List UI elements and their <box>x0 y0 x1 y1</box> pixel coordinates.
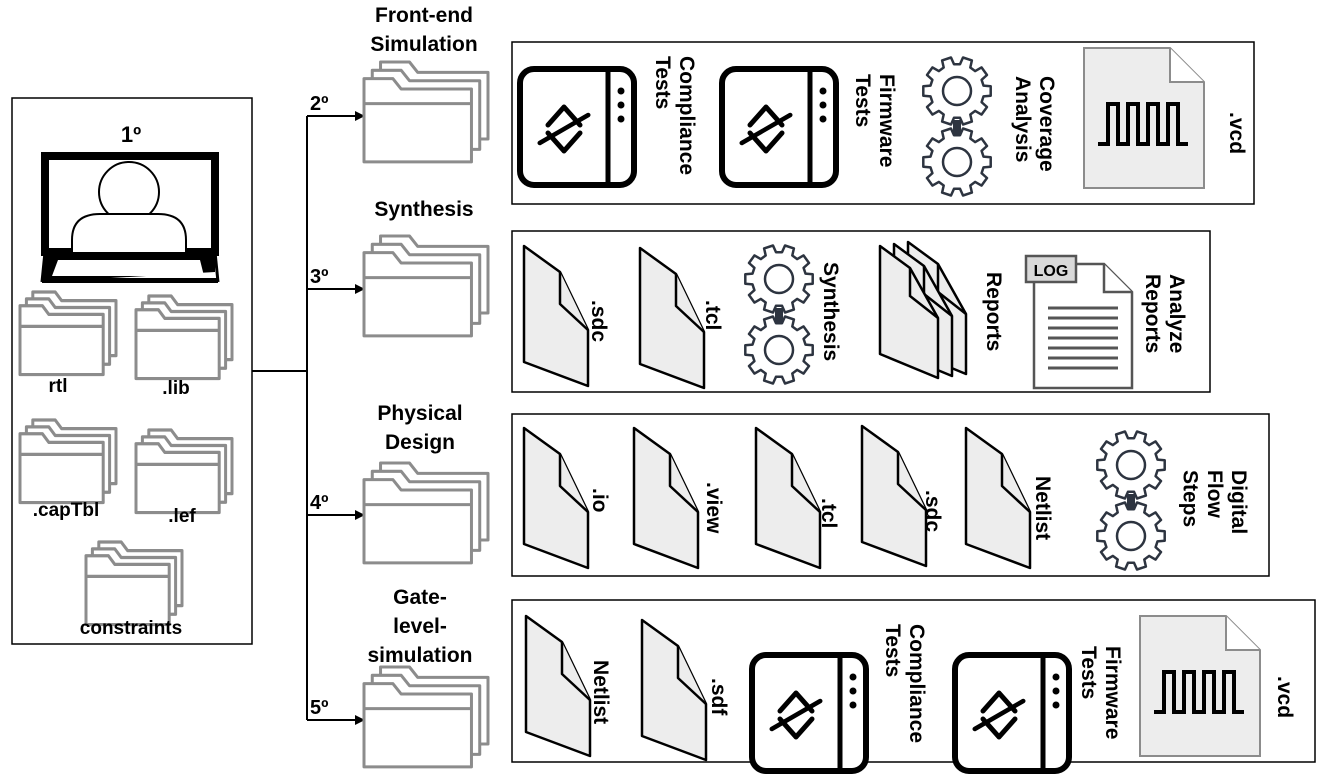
item-label: .sdc <box>587 300 610 342</box>
stage-title: Synthesis <box>374 198 473 221</box>
file-icon <box>640 618 708 762</box>
code-window-icon <box>749 652 869 774</box>
input-folder-label: constraints <box>80 618 182 639</box>
log-badge: LOG <box>1034 263 1069 280</box>
input-folder-icon <box>18 290 118 377</box>
input-folder-icon <box>134 428 234 515</box>
item-label: Tests <box>851 74 874 127</box>
input-folder-icon <box>18 418 118 505</box>
input-folder-label: rtl <box>49 376 68 397</box>
waveform-file-icon <box>1083 47 1205 189</box>
code-window-icon <box>517 66 637 188</box>
step-1-label: 1º <box>121 122 141 147</box>
input-folder-label: .capTbl <box>33 500 100 521</box>
file-stack-icon <box>878 240 968 380</box>
stage-panel <box>511 230 1211 393</box>
item-label: Analyze <box>1165 274 1188 353</box>
input-folder-label: .lib <box>162 378 189 399</box>
user-monitor-icon <box>40 152 220 283</box>
stage-title: simulation <box>367 644 472 667</box>
stage-folder-icon <box>362 461 490 565</box>
item-label: .io <box>588 488 611 513</box>
item-label: Tests <box>651 56 674 109</box>
gears-icon <box>922 56 992 197</box>
item-label: Compliance <box>905 624 928 743</box>
item-label: Reports <box>1141 274 1164 353</box>
stage-title: Gate- <box>393 586 447 609</box>
file-icon <box>524 614 592 758</box>
flow-connectors <box>252 111 365 725</box>
input-folders: rtl .lib .capTbl .lef constraints <box>18 290 234 639</box>
item-label: Netlist <box>589 660 612 724</box>
stage-step-label: 5º <box>310 697 328 719</box>
input-folder-icon <box>84 540 184 627</box>
stage-step-label: 4º <box>310 492 328 514</box>
stage-panel <box>511 599 1316 763</box>
item-label: .sdf <box>707 678 730 716</box>
gears-icon <box>1096 430 1166 571</box>
code-window-icon <box>952 652 1072 774</box>
stage-panel <box>511 413 1270 577</box>
stage-folder-icon <box>362 234 490 338</box>
file-icon <box>964 426 1032 570</box>
stage-step-label: 3º <box>310 266 328 288</box>
stage-title: Simulation <box>370 33 477 56</box>
input-folder-label: .lef <box>168 506 196 527</box>
stage-folder-icon <box>362 60 490 164</box>
inputs-panel: 1º rtl .lib .capTbl .lef constraints <box>11 97 253 645</box>
item-label: Analysis <box>1011 76 1034 162</box>
waveform-file-icon <box>1139 615 1261 757</box>
file-icon <box>632 426 700 570</box>
stage-panel <box>511 41 1255 205</box>
item-label: Digital <box>1227 470 1250 534</box>
stage-title: Physical <box>377 402 462 425</box>
item-label: .tcl <box>701 300 724 330</box>
item-label: Compliance <box>675 56 698 175</box>
item-label: Coverage <box>1035 76 1058 172</box>
gears-icon <box>744 244 814 385</box>
log-file-icon: LOG <box>1024 254 1134 390</box>
stage-title: level- <box>393 615 447 638</box>
item-label: Tests <box>881 624 904 677</box>
file-icon <box>754 426 822 570</box>
item-label: Synthesis <box>819 262 842 361</box>
item-label: Steps <box>1179 470 1202 527</box>
code-window-icon <box>719 66 839 188</box>
item-label: Firmware <box>1101 646 1124 739</box>
item-label: Flow <box>1203 470 1226 518</box>
file-icon <box>522 244 590 388</box>
stage-step-label: 2º <box>310 93 328 115</box>
file-icon <box>860 424 928 568</box>
item-label: .vcd <box>1273 676 1296 718</box>
input-folder-icon <box>134 294 234 381</box>
item-label: .sdc <box>921 490 944 532</box>
item-label: .vcd <box>1225 112 1248 154</box>
item-label: Firmware <box>875 74 898 167</box>
item-label: Netlist <box>1031 476 1054 540</box>
stage-5: Gate-level-simulation 5º Netlist .sdf Compli… <box>310 586 1316 774</box>
stage-title: Design <box>385 431 455 454</box>
item-label: .tcl <box>817 498 840 528</box>
item-label: Reports <box>982 272 1005 351</box>
item-label: Tests <box>1077 646 1100 699</box>
stage-folder-icon <box>362 665 490 769</box>
file-icon <box>522 426 590 570</box>
stage-title: Front-end <box>375 4 473 27</box>
item-label: .view <box>702 482 725 534</box>
file-icon <box>638 246 706 390</box>
